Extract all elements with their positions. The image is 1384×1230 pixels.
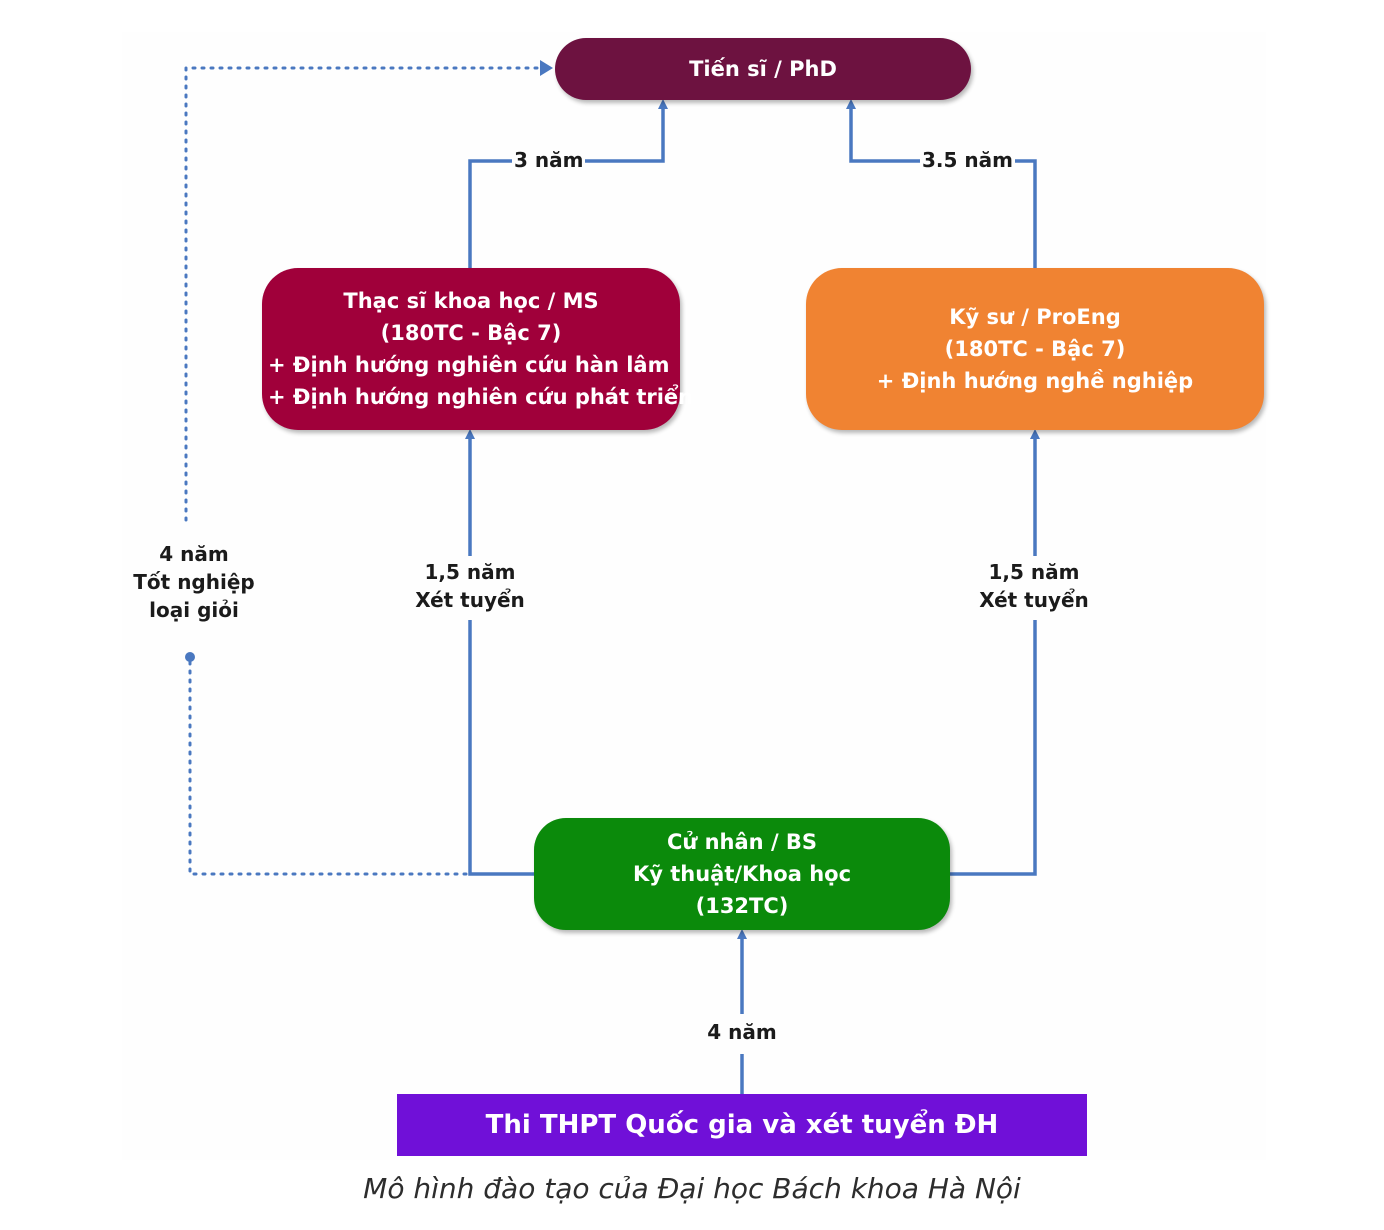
phd-node: Tiến sĩ / PhD xyxy=(555,38,971,100)
edge-bs-to-eng xyxy=(950,429,1040,876)
entrance-exam-node: Thi THPT Quốc gia và xét tuyển ĐH xyxy=(397,1094,1087,1156)
edge-label-exam-to-bs: 4 năm xyxy=(702,1014,782,1054)
bachelor-credits: (132TC) xyxy=(695,894,789,918)
masters-title: Thạc sĩ khoa học / MS xyxy=(343,289,599,313)
masters-track-academic: + Định hướng nghiên cứu hàn lâm xyxy=(268,353,670,377)
edge-label-ms-to-phd: 3 năm xyxy=(512,146,586,174)
bachelor-node: Cử nhân / BS Kỹ thuật/Khoa học (132TC) xyxy=(534,818,950,930)
masters-track-development: + Định hướng nghiên cứu phát triển xyxy=(268,385,694,409)
edge-label-bs-to-eng: 1,5 năm Xét tuyển xyxy=(964,556,1104,620)
engineer-track: + Định hướng nghề nghiệp xyxy=(876,369,1194,393)
edge-bs-to-phd-direct xyxy=(188,658,468,876)
edge-bs-to-ms xyxy=(465,429,534,876)
masters-credits: (180TC - Bậc 7) xyxy=(380,321,562,345)
masters-node: Thạc sĩ khoa học / MS (180TC - Bậc 7) + … xyxy=(262,268,693,430)
phd-label: Tiến sĩ / PhD xyxy=(689,57,837,81)
edge-label-eng-to-phd: 3.5 năm xyxy=(920,146,1015,174)
bachelor-field: Kỹ thuật/Khoa học xyxy=(632,862,852,886)
engineer-node: Kỹ sư / ProEng (180TC - Bậc 7) + Định hư… xyxy=(806,268,1264,430)
figure-caption: Mô hình đào tạo của Đại học Bách khoa Hà… xyxy=(363,1172,1021,1205)
edge-ms-to-phd xyxy=(468,99,668,268)
edge-label-bs-to-ms: 1,5 năm Xét tuyển xyxy=(400,556,540,620)
engineer-title: Kỹ sư / ProEng xyxy=(949,305,1121,329)
engineer-credits: (180TC - Bậc 7) xyxy=(944,337,1126,361)
edge-label-bs-to-phd-direct: 4 năm Tốt nghiệp loại giỏi xyxy=(124,538,264,626)
entrance-exam-label: Thi THPT Quốc gia và xét tuyển ĐH xyxy=(485,1110,999,1140)
bachelor-title: Cử nhân / BS xyxy=(666,830,818,854)
edge-eng-to-phd xyxy=(846,99,1037,268)
